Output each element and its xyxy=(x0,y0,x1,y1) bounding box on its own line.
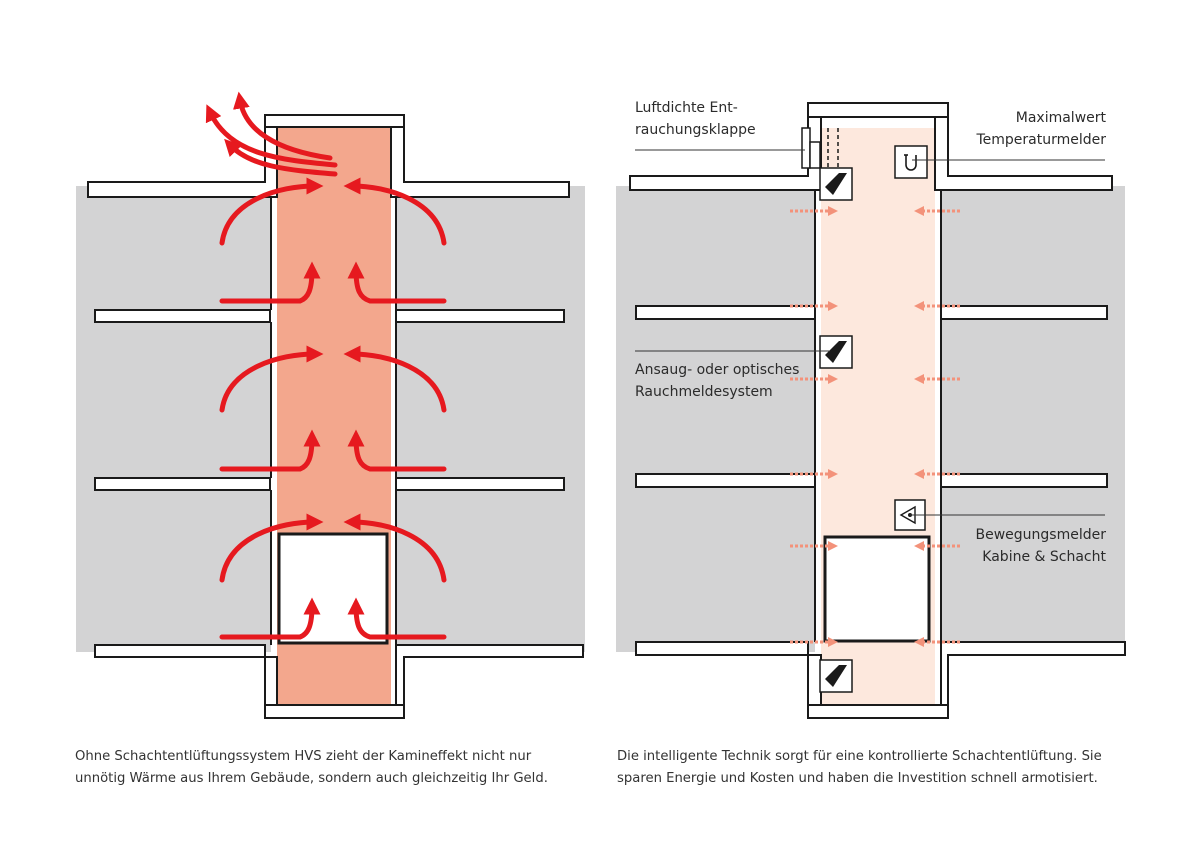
motion-sensor-label-line-1: Bewegungsmelder xyxy=(975,527,1107,543)
left-pit-floor xyxy=(264,704,405,719)
vent-arrow xyxy=(914,206,960,216)
smoke-detection-label-line-2: Rauchmeldesystem xyxy=(635,384,773,400)
right-slab-3-left xyxy=(635,641,822,719)
right-elevator-cabin xyxy=(823,535,931,643)
vent-arrow xyxy=(914,541,960,551)
right-roof-cap xyxy=(807,102,949,118)
right-caption-line-1: Die intelligente Technik sorgt für eine … xyxy=(617,749,1102,764)
left-wall-left xyxy=(76,186,271,652)
left-caption-line-2: unnötig Wärme aus Ihrem Gebäude, sondern… xyxy=(75,771,548,786)
vent-arrow xyxy=(790,637,838,647)
airflow-arrow xyxy=(219,429,321,472)
damper-label-line-1: Luftdichte Ent- xyxy=(635,100,738,116)
airflow-arrow xyxy=(219,597,321,640)
left-slab-1-right xyxy=(395,309,565,323)
airflow-arrow xyxy=(219,513,324,583)
damper-label: Luftdichte Ent- rauchungsklappe xyxy=(635,97,756,141)
airflow-arrow xyxy=(343,345,447,413)
smoke-detector-icon xyxy=(819,167,853,201)
right-wall-left xyxy=(616,186,815,652)
left-slab-3-left xyxy=(94,644,278,719)
right-shaft-walls xyxy=(814,190,942,642)
airflow-arrow xyxy=(347,429,447,472)
vent-arrow xyxy=(914,301,960,311)
vent-arrow xyxy=(790,541,838,551)
temperature-sensor-label-line-1: Maximalwert xyxy=(1015,110,1106,126)
vent-arrow xyxy=(914,374,960,384)
left-elevator-cabin xyxy=(277,532,389,645)
airflow-arrow xyxy=(343,177,447,246)
airflow-arrow xyxy=(343,513,447,583)
left-roof-slab-right xyxy=(390,114,570,198)
vent-arrow xyxy=(790,374,838,384)
vent-arrow xyxy=(790,469,838,479)
airflow-arrow xyxy=(219,261,321,304)
temperature-sensor-label: Maximalwert Temperaturmelder xyxy=(976,107,1106,151)
right-slab-2-left xyxy=(635,473,816,488)
smoke-detector-icon xyxy=(819,335,853,369)
airflow-arrow xyxy=(219,177,324,246)
temperature-sensor-label-line-2: Temperaturmelder xyxy=(976,132,1106,148)
left-slab-2-right xyxy=(395,477,565,491)
motion-sensor-label-line-2: Kabine & Schacht xyxy=(982,549,1106,565)
left-airflow-arrows xyxy=(205,91,447,640)
motion-sensor-label: Bewegungsmelder Kabine & Schacht xyxy=(976,524,1107,568)
airflow-arrow xyxy=(347,261,447,304)
right-building xyxy=(616,102,1126,719)
airflow-arrow xyxy=(219,345,324,413)
left-building xyxy=(76,91,585,719)
left-slab-1-left xyxy=(94,309,271,323)
left-slab-3-right xyxy=(395,644,584,719)
exhaust-arrow xyxy=(233,91,333,161)
smoke-damper-icon xyxy=(801,127,839,169)
ventilation-arrows xyxy=(790,206,960,647)
smoke-detector-icon xyxy=(819,659,853,693)
exhaust-arrow xyxy=(205,104,338,168)
left-shaft-walls xyxy=(270,197,397,645)
vent-arrow xyxy=(914,637,960,647)
right-floor-slabs xyxy=(629,102,1126,719)
right-wall-right xyxy=(941,186,1125,652)
right-pit-floor xyxy=(807,704,949,719)
right-caption-line-2: sparen Energie und Kosten und haben die … xyxy=(617,771,1098,786)
label-leader-lines xyxy=(635,149,1105,516)
smoke-detection-label-line-1: Ansaug- oder optisches xyxy=(635,362,800,378)
vent-arrow xyxy=(790,206,838,216)
left-floor-slabs xyxy=(87,114,584,719)
right-slab-1-right xyxy=(940,305,1108,320)
right-slab-2-right xyxy=(940,473,1108,488)
left-wall-right xyxy=(396,186,585,652)
airflow-arrow xyxy=(347,597,447,640)
exhaust-arrow xyxy=(224,138,338,177)
left-slab-2-left xyxy=(94,477,271,491)
right-caption: Die intelligente Technik sorgt für eine … xyxy=(617,746,1102,790)
left-caption-line-1: Ohne Schachtentlüftungssystem HVS zieht … xyxy=(75,749,532,764)
left-caption: Ohne Schachtentlüftungssystem HVS zieht … xyxy=(75,746,548,790)
smoke-detection-label: Ansaug- oder optisches Rauchmeldesystem xyxy=(635,359,799,403)
damper-label-line-2: rauchungsklappe xyxy=(635,122,756,138)
left-roof-cap xyxy=(264,114,405,128)
vent-arrow xyxy=(790,301,838,311)
right-slab-1-left xyxy=(635,305,816,320)
vent-arrow xyxy=(914,469,960,479)
temperature-sensor-icon xyxy=(894,145,928,179)
right-slab-3-right xyxy=(940,641,1126,719)
